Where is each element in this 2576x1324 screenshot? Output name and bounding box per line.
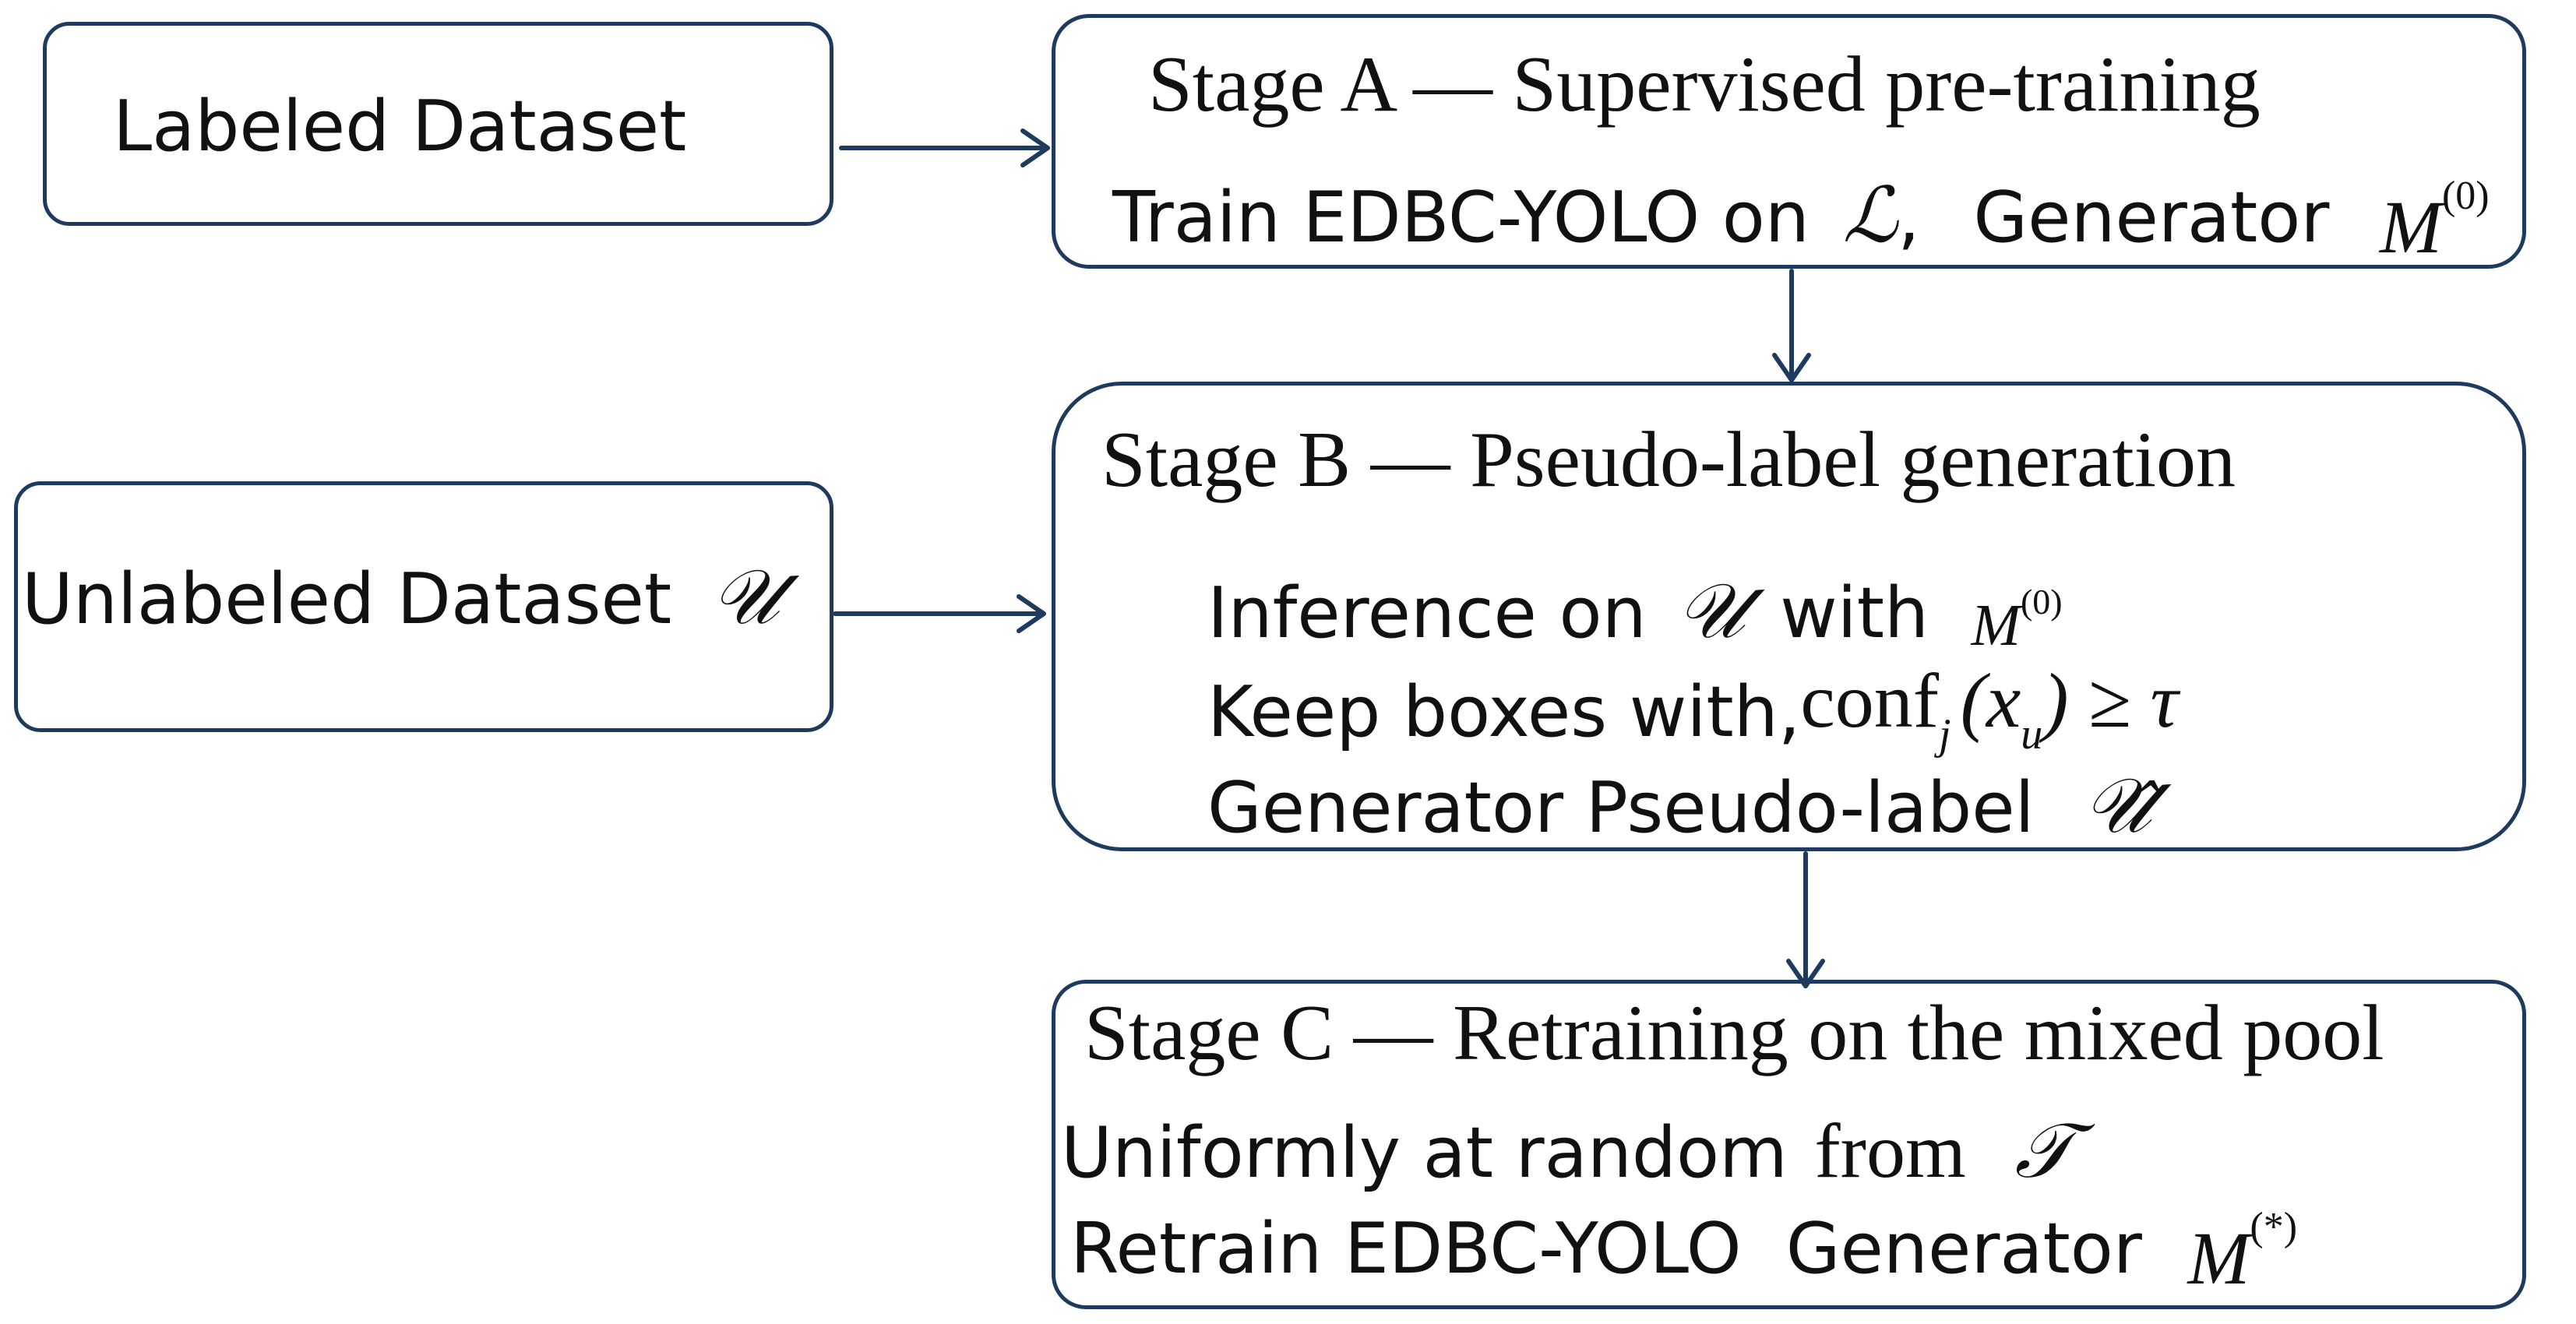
stage-b-with-text: with [1780,572,1929,654]
stage-c-from-text: from [1814,1107,1966,1194]
conf-subscript-j: j [1939,710,1951,759]
stage-c-retrain-text: Retrain EDBC-YOLO Generator [1070,1208,2142,1290]
stage-c-model-superscript: (*) [2250,1205,2298,1249]
arrowhead-unlabeled-to-stage-b [1017,594,1046,633]
stage-b-title: Stage B — Pseudo-label generation [1101,416,2236,504]
stage-c-line1: Uniformly at random from 𝒯 [1061,1112,2073,1190]
conf-close: ) ≥ τ [2042,657,2179,744]
stage-c-line2: Retrain EDBC-YOLO Generator M(*) [1070,1207,2297,1296]
pseudo-label-set-symbol: 𝒰̂ [2083,762,2152,850]
stage-a-train-text: Train EDBC-YOLO on [1112,177,1810,259]
labeled-dataset-box [43,22,833,226]
arrowhead-stage-a-to-stage-b [1772,353,1811,382]
stage-a-box [1052,14,2526,269]
stage-a-line1: Train EDBC-YOLO on ℒ, Generator M(0) [1112,176,2490,265]
unlabeled-set-symbol: 𝒰 [710,553,780,642]
labeled-set-symbol: ℒ [1842,171,1898,260]
stage-c-uniform-text: Uniformly at random [1061,1112,1788,1194]
stage-b-generator-text: Generator Pseudo-label [1207,767,2035,849]
stage-c-model-symbol: M [2187,1217,2250,1300]
stage-a-model-superscript: (0) [2441,174,2490,218]
arrowhead-labeled-to-stage-a [1020,129,1050,167]
unlabeled-dataset-text: Unlabeled Dataset [22,558,672,640]
unlabeled-dataset-box [14,481,833,732]
labeled-dataset-label: Labeled Dataset [113,86,687,167]
arrowhead-stage-b-to-stage-c [1786,959,1825,988]
stage-b-line3: Generator Pseudo-label 𝒰̂ [1207,768,2151,844]
unlabeled-set-symbol-b: 𝒰 [1676,567,1746,656]
stage-b-model-superscript: (0) [2020,582,2063,622]
stage-c-title: Stage C — Retraining on the mixed pool [1084,989,2384,1077]
stage-a-comma: , [1898,177,1920,259]
stage-b-line2: Keep boxes with,confj(xu) ≥ τ [1207,662,2178,757]
stage-a-generator-text: Generator [1973,177,2330,259]
stage-b-inference-text: Inference on [1207,572,1647,654]
stage-b-keep-text: Keep boxes with, [1207,671,1801,753]
stage-a-model-symbol: M [2379,185,2442,269]
conf-function: conf [1800,657,1940,744]
training-pool-symbol: 𝒯 [2014,1107,2074,1195]
unlabeled-dataset-label: Unlabeled Dataset 𝒰 [22,559,780,636]
stage-b-model-symbol: M [1971,593,2021,658]
conf-subscript-u: u [2021,710,2043,759]
stage-b-box [1052,382,2526,851]
stage-a-title: Stage A — Supervised pre-training [1148,40,2261,129]
stage-b-conf-expression: confj(xu) ≥ τ [1800,657,2179,757]
conf-open: (x [1960,657,2021,744]
stage-b-line1: Inference on 𝒰 with M(0) [1207,573,2063,655]
stage-c-box [1052,980,2526,1309]
